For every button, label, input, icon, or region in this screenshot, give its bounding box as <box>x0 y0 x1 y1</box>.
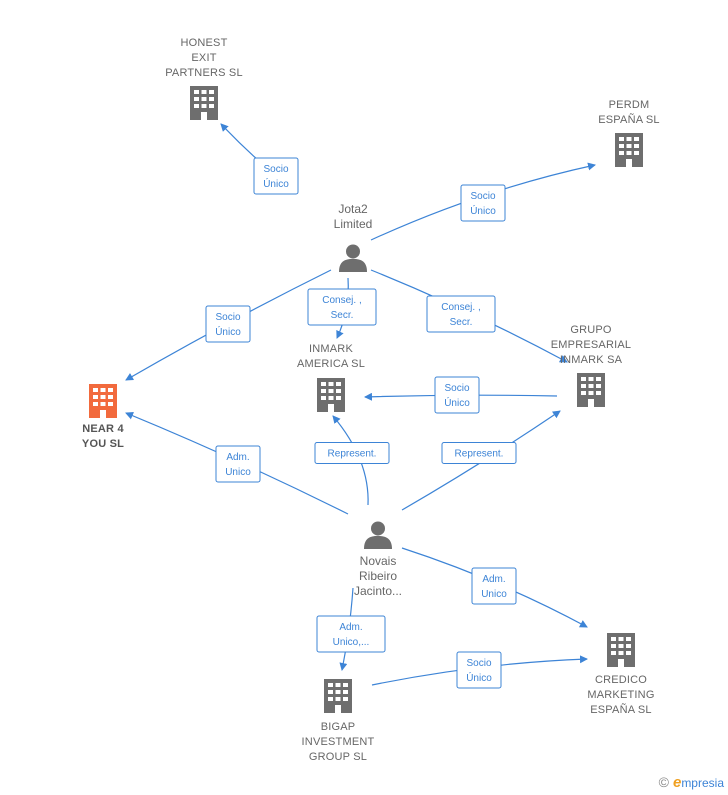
node-label-line: INMARK <box>309 343 353 355</box>
edge-label-text: Unico,... <box>333 637 370 648</box>
edge-label-text: Consej. , <box>441 302 480 313</box>
node-label-line: NEAR 4 <box>82 423 124 435</box>
node-bigap[interactable]: BIGAP INVESTMENT GROUP SL <box>302 679 375 763</box>
copyright-symbol: © <box>658 774 669 790</box>
node-label-line: MARKETING <box>587 689 654 701</box>
node-label-line: AMERICA SL <box>297 358 365 370</box>
edge-label-box <box>441 442 517 464</box>
node-label-line: PARTNERS SL <box>165 67 243 79</box>
edge-label-text: Socio <box>444 383 469 394</box>
edge-label-box <box>215 445 261 483</box>
building-icon <box>89 384 117 418</box>
person-icon <box>364 521 392 549</box>
edge-label-box <box>456 651 502 689</box>
node-inmark-america[interactable]: INMARK AMERICA SL <box>297 343 365 412</box>
edge-label-novais-to-grupo_inmark: Represent. <box>441 442 517 464</box>
edge-label-text: Único <box>466 671 492 684</box>
node-label-line: Jacinto... <box>354 584 402 598</box>
node-novais[interactable]: NovaisRibeiroJacinto... <box>354 521 402 598</box>
node-label-line: EXIT <box>191 52 216 64</box>
edge-label-box <box>426 295 496 333</box>
edge-label-jota2-to-grupo_inmark: Consej. , Secr. <box>426 295 496 333</box>
node-label-line: GRUPO <box>570 324 612 336</box>
edge-label-text: Adm. <box>482 574 505 585</box>
edge-label-box <box>314 442 390 464</box>
edge-label-box <box>205 305 251 343</box>
node-credico[interactable]: CREDICO MARKETING ESPAÑA SL <box>587 633 654 716</box>
edge-label-text: Único <box>215 325 241 338</box>
node-label-line: INMARK SA <box>560 354 623 366</box>
edge-label-text: Único <box>263 177 289 190</box>
edge-label-text: Secr. <box>331 310 354 321</box>
edge-label-text: Represent. <box>328 449 377 460</box>
edge-label-text: Secr. <box>450 317 473 328</box>
edge-label-text: Único <box>444 396 470 409</box>
building-icon <box>577 373 605 407</box>
building-icon <box>607 633 635 667</box>
node-label-line: GROUP SL <box>309 751 367 763</box>
node-label-line: Jota2 <box>338 202 368 216</box>
edge-label-text: Adm. <box>226 452 249 463</box>
person-icon <box>339 244 367 272</box>
edge-label-text: Socio <box>263 164 288 175</box>
node-honest[interactable]: HONEST EXIT PARTNERS SL <box>165 37 243 120</box>
edge-label-text: Unico <box>225 467 251 478</box>
node-grupo-inmark[interactable]: GRUPO EMPRESARIAL INMARK SA <box>551 324 631 407</box>
node-perdm[interactable]: PERDM ESPAÑA SL <box>598 99 660 167</box>
node-label-line: CREDICO <box>595 674 647 686</box>
empresia-logo: ©empresia <box>659 774 724 791</box>
node-label-line: BIGAP <box>321 721 356 733</box>
node-label-line: YOU SL <box>82 438 124 450</box>
edge-label-text: Adm. <box>339 622 362 633</box>
edge-label-box <box>253 157 299 195</box>
node-label-line: INVESTMENT <box>302 736 375 748</box>
building-icon <box>615 133 643 167</box>
edge-label-box <box>307 288 377 326</box>
edge-label-text: Represent. <box>455 449 504 460</box>
edge-label-text: Unico <box>481 589 507 600</box>
edge-label-box <box>316 615 386 653</box>
edge-label-text: Único <box>470 204 496 217</box>
edge-label-box <box>460 184 506 222</box>
building-icon <box>324 679 352 713</box>
edge-label-novais-to-bigap: Adm. Unico,... <box>316 615 386 653</box>
building-icon <box>317 378 345 412</box>
nodes-layer: HONEST EXIT PARTNERS SL PERDM ESPAÑA SL Jota2… <box>82 37 660 763</box>
edge-label-novais-to-inmark_america: Represent. <box>314 442 390 464</box>
edge-label-text: Socio <box>466 658 491 669</box>
edge-label-box <box>434 376 480 414</box>
edge-label-box <box>471 567 517 605</box>
building-icon <box>190 86 218 120</box>
edge-label-novais-to-credico: Adm. Unico <box>471 567 517 605</box>
node-label-line: HONEST <box>180 37 227 49</box>
brand-name: mpresia <box>681 776 724 790</box>
edge-label-text: Consej. , <box>322 295 361 306</box>
edge-label-text: Socio <box>215 312 240 323</box>
node-label-line: PERDM <box>609 99 650 111</box>
edge-label-jota2-to-inmark_america: Consej. , Secr. <box>307 288 377 326</box>
brand-initial: e <box>672 774 682 791</box>
node-near4you[interactable]: NEAR 4 YOU SL <box>82 384 125 450</box>
node-label-line: Limited <box>334 217 373 231</box>
node-label-line: ESPAÑA SL <box>598 113 660 126</box>
edge-label-text: Socio <box>470 191 495 202</box>
edge-label-novais-to-near4you: Adm. Unico <box>215 445 261 483</box>
node-label-line: Ribeiro <box>359 569 397 583</box>
node-label-line: EMPRESARIAL <box>551 339 631 351</box>
node-label-line: ESPAÑA SL <box>590 703 652 716</box>
node-label-line: Novais <box>360 554 397 568</box>
